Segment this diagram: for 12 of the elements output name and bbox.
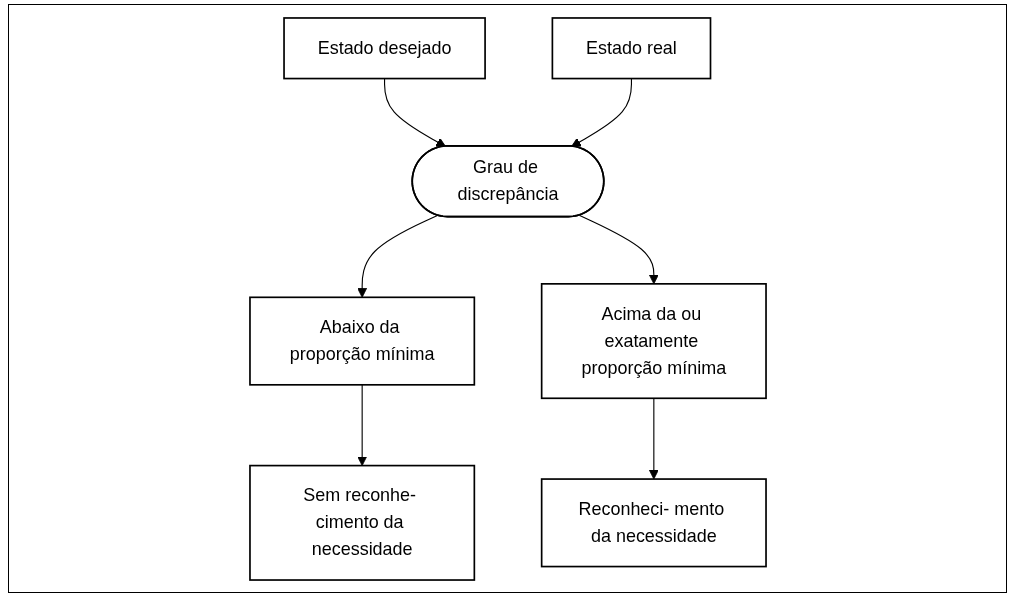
arrow [356, 383, 367, 466]
arrow [383, 77, 446, 147]
node-box: Sem reconhe- cimento da necessidade [248, 464, 475, 581]
arrow [648, 397, 659, 479]
node-box: Acima da ou exatamente proporção mínima [540, 282, 767, 399]
node-box: Estado desejado [282, 16, 486, 79]
arrow [578, 214, 659, 284]
node-box: Abaixo da proporção mínima [248, 296, 475, 386]
arrow [570, 77, 632, 147]
node-box: Estado real [551, 16, 711, 79]
arrow [356, 214, 438, 298]
node-box: Reconheci- mento da necessidade [540, 477, 767, 567]
